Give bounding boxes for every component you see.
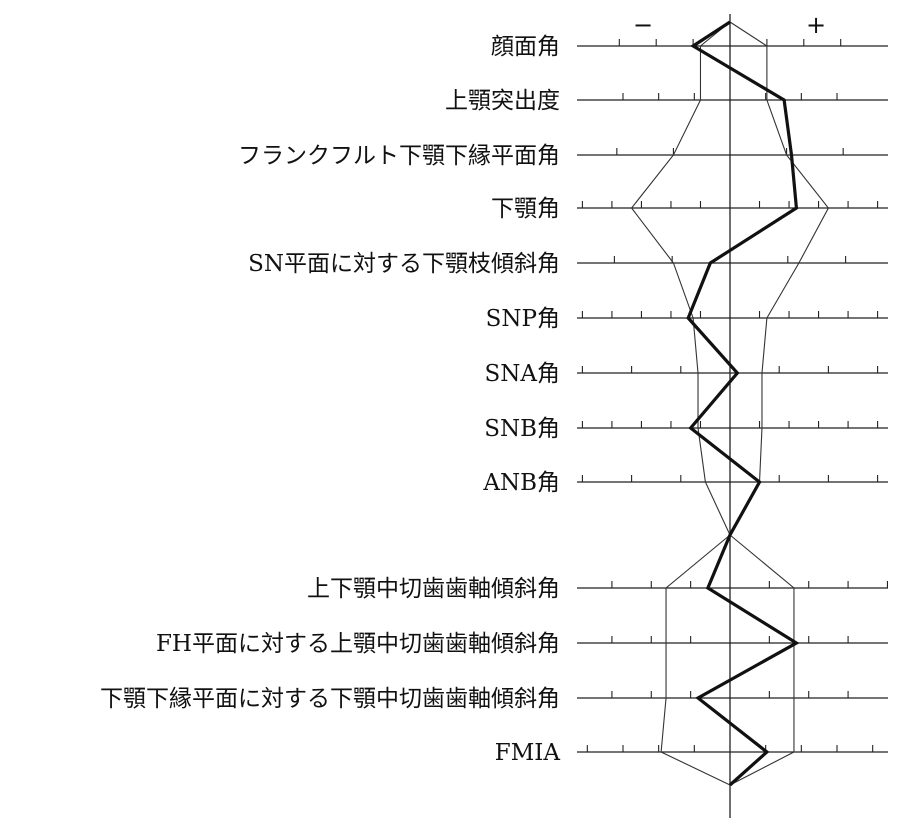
row-label: SNB角 xyxy=(484,416,560,442)
patient-series-line xyxy=(686,20,800,787)
norm-band-upper-bound xyxy=(729,534,795,786)
row-label: 顔面角 xyxy=(491,34,560,60)
row-label: SNA角 xyxy=(485,361,561,387)
minus-sign: − xyxy=(633,11,653,39)
row-label: 上顎突出度 xyxy=(445,88,560,114)
row-label: フランクフルト下顎下縁平面角 xyxy=(238,143,560,169)
row-label: ANB角 xyxy=(482,470,560,496)
row-label: 下顎下縁平面に対する下顎中切歯歯軸傾斜角 xyxy=(100,686,560,712)
norm-band-lower-bound xyxy=(630,21,731,536)
norm-band-layer xyxy=(630,21,830,786)
row-label: FH平面に対する上顎中切歯歯軸傾斜角 xyxy=(156,631,560,657)
plus-sign: + xyxy=(806,11,826,39)
row-label: SN平面に対する下顎枝傾斜角 xyxy=(248,251,560,277)
row-label: FMIA xyxy=(495,740,561,766)
norm-band-upper-bound xyxy=(729,21,830,536)
axes-layer xyxy=(577,14,888,818)
norm-band-lower-bound xyxy=(660,534,731,786)
patient-series-layer xyxy=(686,20,800,787)
row-label: SNP角 xyxy=(486,306,560,332)
row-label: 下顎角 xyxy=(491,196,560,222)
row-label: 上下顎中切歯歯軸傾斜角 xyxy=(307,576,560,602)
